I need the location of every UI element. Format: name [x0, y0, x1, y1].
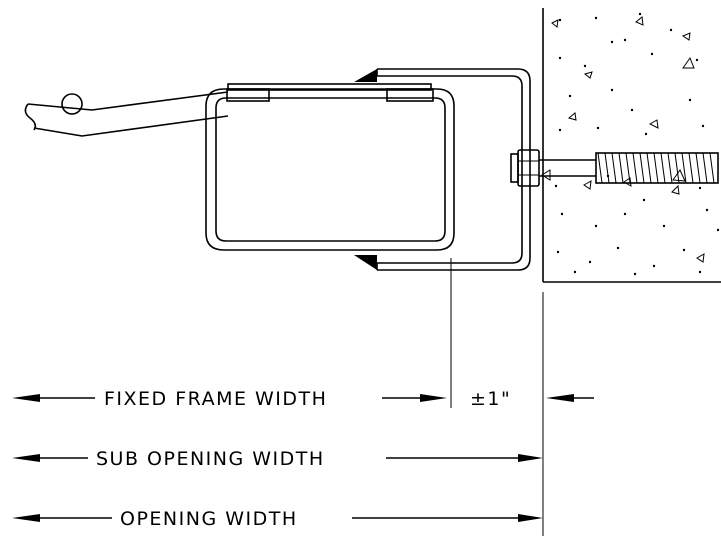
tolerance-label: ±1" [470, 388, 511, 410]
sub-opening-width-label: SUB OPENING WIDTH [96, 448, 325, 470]
opening-width-dimension: OPENING WIDTH [12, 508, 543, 530]
inner-tube [205, 83, 455, 251]
sub-opening-width-dimension: SUB OPENING WIDTH [12, 448, 543, 470]
concrete-wall [541, 8, 721, 283]
tolerance-dimension: ±1" [470, 388, 594, 410]
channel-frame [354, 68, 531, 271]
fixed-frame-width-label: FIXED FRAME WIDTH [104, 388, 327, 410]
hex-bolt-anchor [510, 149, 719, 187]
fixed-frame-width-dimension: FIXED FRAME WIDTH [12, 388, 447, 410]
operator-arm [24, 91, 229, 137]
opening-width-label: OPENING WIDTH [120, 508, 298, 530]
